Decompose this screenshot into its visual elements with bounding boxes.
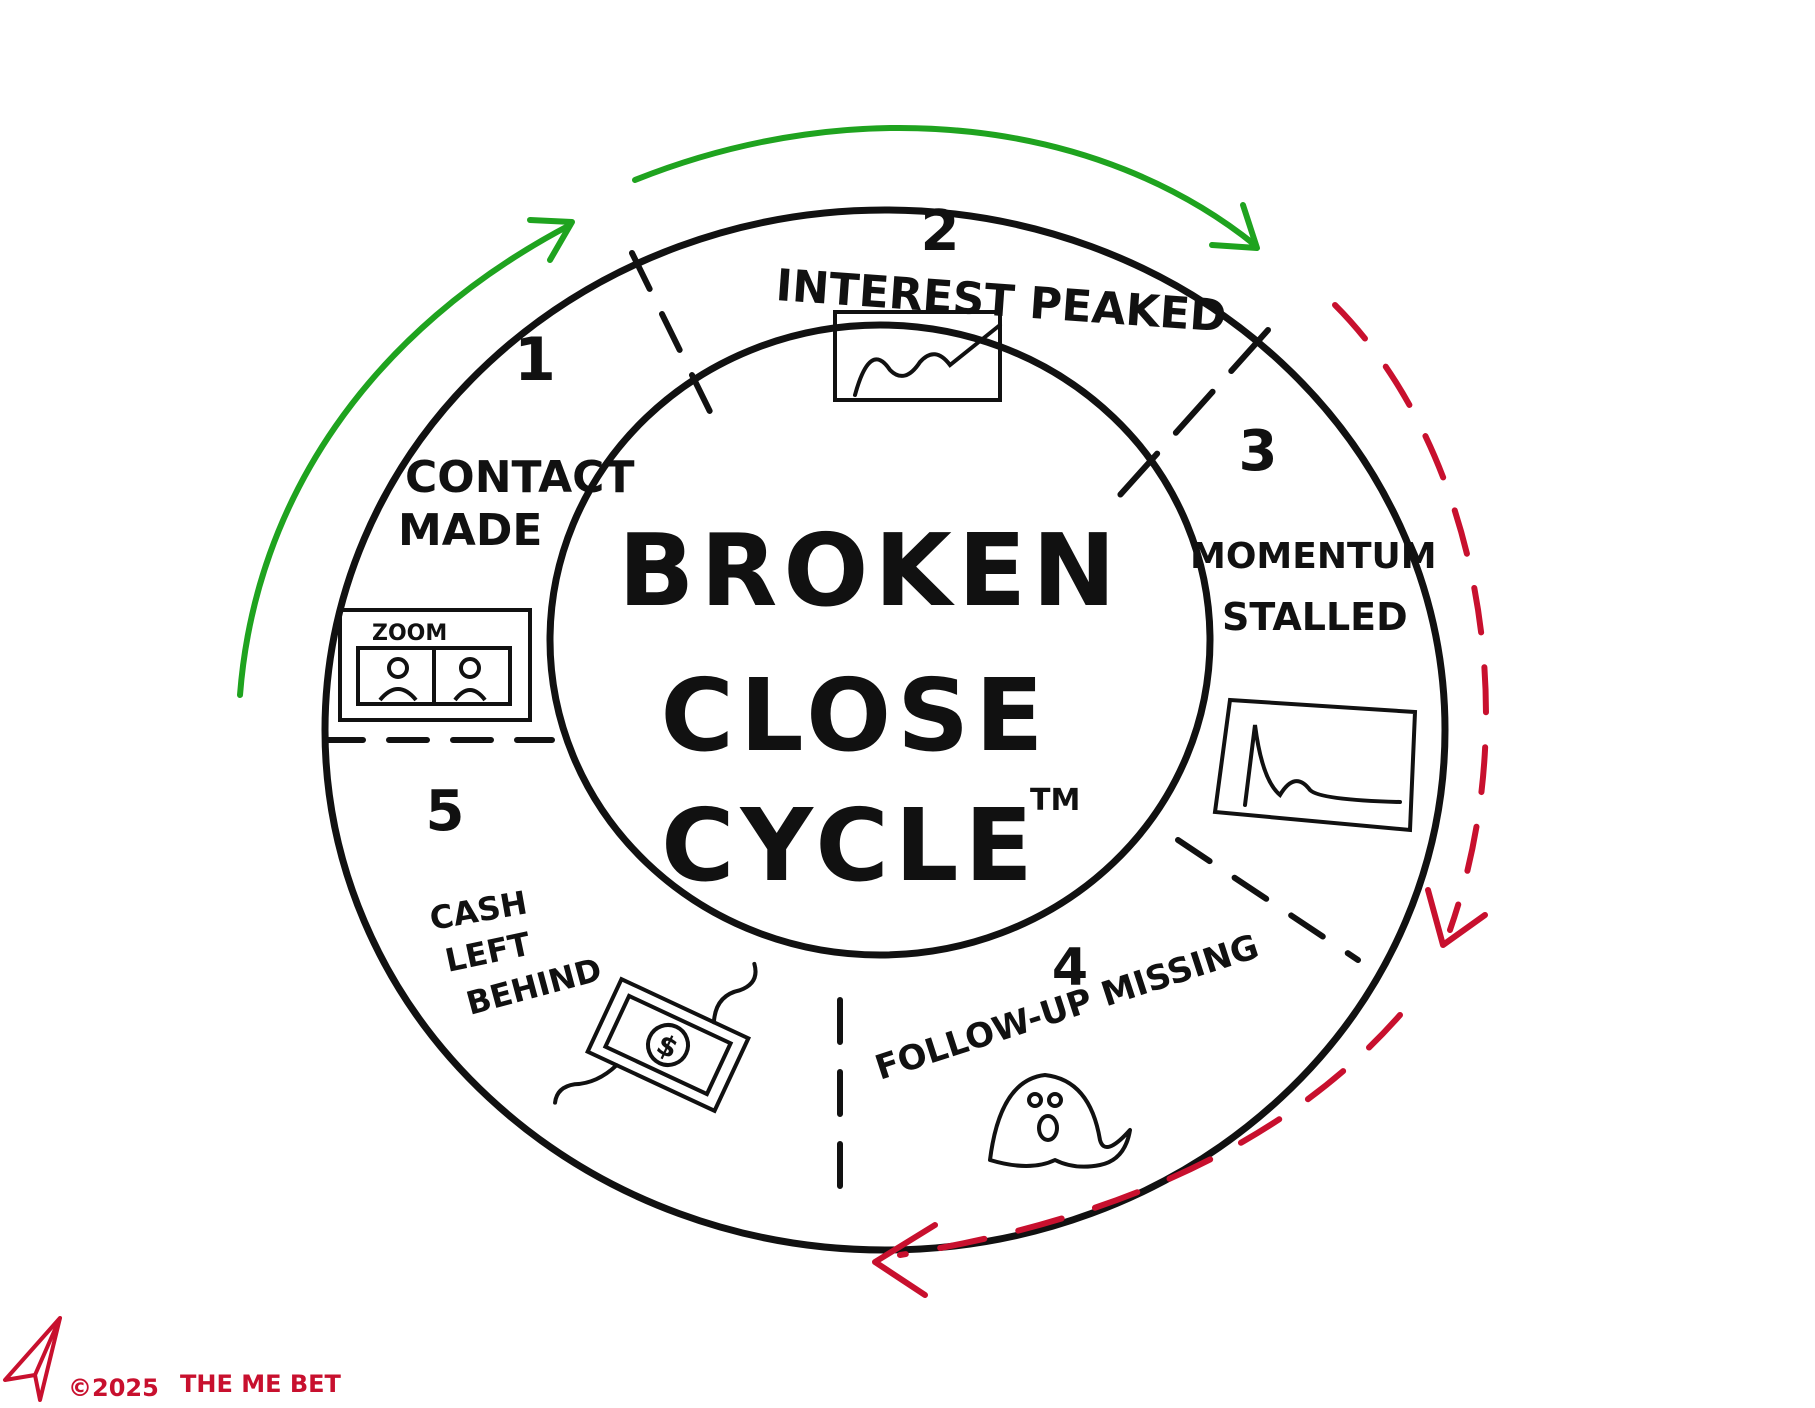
stage-1-label-line-2: MADE bbox=[398, 505, 542, 556]
ghost-icon bbox=[988, 1073, 1132, 1169]
divider-1-2 bbox=[629, 250, 723, 435]
divider-3-4 bbox=[1175, 837, 1361, 963]
inner-circle bbox=[546, 321, 1214, 959]
stage-3-label-line-2: STALLED bbox=[1222, 595, 1408, 639]
decline-arrows bbox=[872, 302, 1489, 1298]
spike-drop-chart-icon bbox=[1212, 697, 1418, 833]
center-title: BROKEN CLOSE CYCLE TM bbox=[618, 512, 1122, 904]
outer-ring bbox=[321, 206, 1449, 1254]
decline-arrow-right bbox=[1332, 302, 1489, 933]
decline-arrow-bottom bbox=[897, 1012, 1403, 1258]
stage-4: 4 FOLLOW-UP MISSING bbox=[870, 927, 1264, 1169]
title-line-2: CLOSE bbox=[661, 657, 1050, 774]
stage-3-label-line-1: MOMENTUM bbox=[1190, 536, 1437, 577]
stage-3: 3 MOMENTUM STALLED bbox=[1190, 419, 1437, 833]
progress-arrow-top-head bbox=[1209, 202, 1260, 251]
decline-arrow-right-head bbox=[1425, 887, 1488, 948]
stage-4-number: 4 bbox=[1052, 938, 1088, 998]
title-line-3: CYCLE bbox=[661, 787, 1039, 904]
stage-1: 1 CONTACT MADE ZOOM bbox=[338, 325, 634, 722]
stage-1-label-line-1: CONTACT bbox=[405, 452, 634, 503]
stage-3-number: 3 bbox=[1239, 419, 1278, 484]
progress-arrow-left bbox=[237, 222, 573, 698]
rising-chart-icon bbox=[833, 310, 1002, 402]
footer-brand: THE ME BET bbox=[180, 1370, 342, 1398]
footer-copyright: ©2025 bbox=[68, 1374, 159, 1402]
divider-2-3 bbox=[1117, 327, 1271, 498]
stage-2-number: 2 bbox=[921, 199, 960, 264]
stage-5-number: 5 bbox=[426, 779, 465, 844]
zoom-icon-text: ZOOM bbox=[372, 621, 447, 646]
progress-arrows bbox=[237, 125, 1260, 698]
decline-arrow-bottom-head bbox=[872, 1222, 938, 1298]
trademark-mark: TM bbox=[1030, 783, 1080, 818]
title-line-1: BROKEN bbox=[618, 512, 1122, 629]
paper-plane-icon bbox=[3, 1316, 62, 1402]
progress-arrow-top bbox=[632, 125, 1258, 248]
zoom-call-icon: ZOOM bbox=[338, 608, 532, 722]
footer: ©2025 THE ME BET bbox=[3, 1316, 342, 1402]
progress-arrow-left-head bbox=[527, 217, 575, 263]
flying-money-icon: $ bbox=[553, 961, 758, 1114]
segment-dividers bbox=[322, 250, 1361, 1199]
stage-2: 2 INTEREST PEAKED bbox=[774, 199, 1228, 402]
stage-1-number: 1 bbox=[514, 325, 556, 395]
